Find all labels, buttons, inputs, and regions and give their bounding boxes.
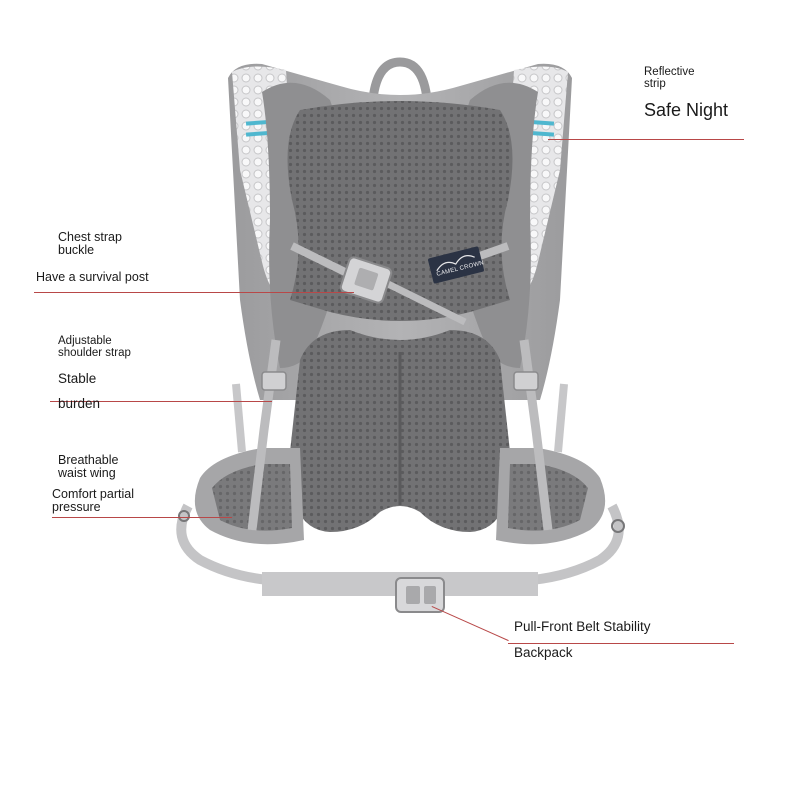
waist-belt-left-tail (176, 503, 269, 585)
callout-shoulder-title: Adjustable shoulder strap (58, 335, 131, 359)
callout-waist-title: Breathable waist wing (58, 453, 119, 480)
pointer-line-shoulder (50, 401, 272, 402)
lower-strap-left (247, 339, 281, 531)
ladder-lock-right (513, 371, 539, 391)
ladder-lock-left (261, 371, 287, 391)
callout-waist-sub: Comfort partial pressure (52, 487, 134, 514)
callout-reflective-sub: Safe Night (644, 100, 729, 120)
pointer-line-waist (52, 517, 232, 518)
callout-chest-sub: Have a survival post (36, 270, 149, 284)
callout-shoulder-sub-1: Stable (58, 371, 97, 386)
sternum-side-right (554, 383, 568, 453)
callout-belt-sub: Backpack (514, 645, 573, 660)
lower-strap-right (519, 339, 553, 531)
callout-chest-title: Chest strap buckle (58, 230, 122, 257)
chest-strap-tail (378, 276, 467, 326)
callout-belt-title: Pull-Front Belt Stability (514, 619, 651, 634)
sternum-side-left (232, 383, 246, 453)
zip-pull-right (611, 519, 625, 533)
waist-belt-right-tail (531, 503, 624, 585)
pointer-line-chest (34, 292, 354, 293)
callout-shoulder-sub-2: burden (58, 396, 101, 411)
pointer-line-reflective (548, 139, 744, 140)
chest-strap-left (290, 242, 347, 276)
callout-reflective-title: Reflective strip (644, 66, 695, 90)
haul-loop (367, 57, 433, 123)
pointer-line-belt (508, 643, 734, 644)
zip-pull-left (178, 510, 190, 522)
